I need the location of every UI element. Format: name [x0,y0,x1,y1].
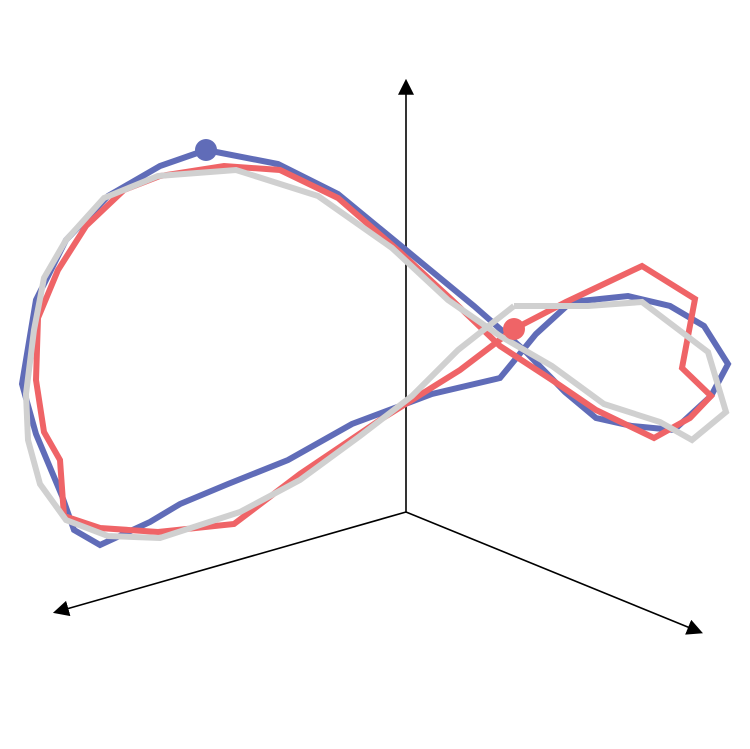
axis-line-3 [405,511,703,635]
series-marker-1 [195,139,217,161]
series-group [18,139,732,549]
series-marker-2 [503,318,525,340]
axes [52,78,703,635]
series-line-3 [22,166,730,542]
axis-line-2 [52,511,407,617]
series-line-1 [18,147,732,549]
